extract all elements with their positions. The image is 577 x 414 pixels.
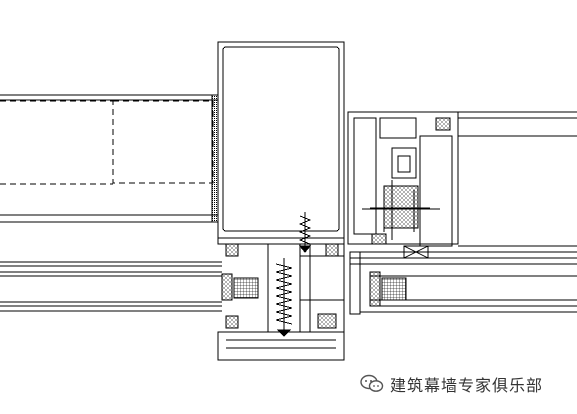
sash-gasket-top (435, 117, 451, 131)
window-sash-frame (347, 111, 459, 259)
mullion (217, 41, 345, 361)
right-spacer (369, 271, 381, 307)
left-glass-panel (0, 94, 219, 223)
screw-upper (298, 212, 312, 253)
wechat-icon (360, 374, 384, 392)
gasket-top-left (225, 243, 239, 257)
cover-cap (217, 331, 345, 361)
watermark-text: 建筑幕墙专家俱乐部 (390, 376, 544, 395)
centerline (362, 180, 440, 240)
left-insulated-glass (0, 261, 259, 312)
right-desiccant (381, 277, 407, 301)
right-glass-panel (348, 111, 577, 315)
spacer-bar (221, 273, 233, 301)
sash-gasket-bottom (371, 233, 387, 245)
gasket-bottom-left (225, 315, 239, 329)
mullion-inner (222, 46, 340, 232)
dashed-panel-outline (112, 100, 214, 184)
gasket-bottom-right (317, 313, 337, 329)
watermark: 建筑幕墙专家俱乐部 (360, 372, 543, 396)
edge-seal (211, 94, 219, 223)
screw-lower (275, 258, 293, 337)
mullion-outer (217, 41, 345, 245)
desiccant (233, 277, 259, 299)
gasket-top-right (325, 243, 339, 257)
hinge-block (383, 185, 419, 229)
